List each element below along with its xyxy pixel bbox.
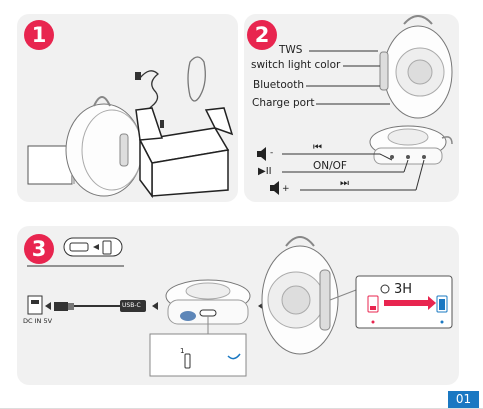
usb-plug-icon <box>54 302 68 311</box>
usb-port-icon <box>28 296 42 314</box>
arrow-left-icon <box>45 302 51 310</box>
port-inset-box <box>150 334 246 376</box>
charge-time-text: 3H <box>394 282 412 297</box>
charging-progress-arrow <box>384 300 428 306</box>
usb-c-label: USB-C <box>122 302 141 309</box>
speaker-front-charge-icon <box>262 237 338 354</box>
inset-step-number: 1 <box>180 347 184 355</box>
page-number: 01 <box>448 391 479 408</box>
usb-port-label: DC IN 5V <box>23 317 52 325</box>
finger-icon <box>180 311 196 321</box>
